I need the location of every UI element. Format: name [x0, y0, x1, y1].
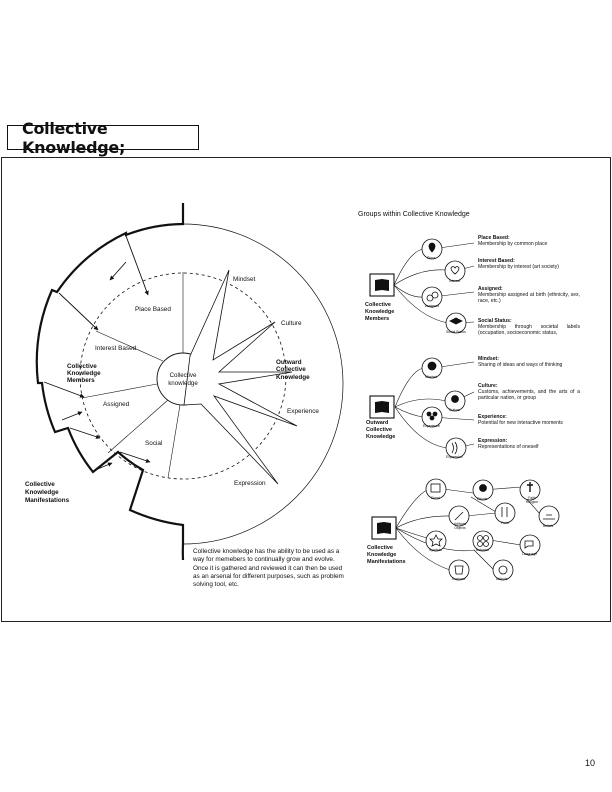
- icon-caption: Behavior: [476, 548, 490, 552]
- def-expression: Expression: Representations of oneself: [478, 438, 580, 450]
- sector-label-assigned: Assigned: [103, 401, 130, 408]
- def-text: Membership through societal labels (occu…: [478, 324, 580, 336]
- sector-label-place: Place Based: [135, 306, 171, 313]
- label-members: Collective Knowledge Members: [67, 363, 101, 384]
- icon-caption: Social Status: [446, 330, 466, 334]
- center-label: knowledge: [168, 380, 198, 387]
- interest-icon: [444, 260, 466, 282]
- outer-arc: [182, 223, 344, 545]
- def-term: Expression:: [478, 438, 508, 444]
- outer-label-mindset: Mindset: [233, 276, 256, 283]
- rituals-icon: [472, 479, 494, 501]
- def-term: Experience:: [478, 414, 507, 420]
- def-text: Sharing of ideas and ways of thinking: [478, 362, 563, 368]
- def-social: Social Status: Membership through societ…: [478, 318, 580, 336]
- social-status-icon: [445, 312, 467, 334]
- icon-caption: Experience: [423, 424, 440, 428]
- icon-caption: Expression: [446, 455, 463, 459]
- culture-icon: [444, 390, 466, 412]
- outer-label-experience: Experience: [287, 408, 319, 415]
- outer-label-culture: Culture: [281, 320, 302, 327]
- def-place: Place Based: Membership by common place: [478, 235, 580, 247]
- def-text: Membership assigned at birth (ethnicity,…: [478, 292, 580, 304]
- dashed-circle: [79, 272, 287, 480]
- symbols-icon: [425, 530, 447, 552]
- book-icon: [369, 273, 395, 297]
- expression-icon: [445, 437, 467, 459]
- sector-label-social: Social: [145, 440, 163, 447]
- icon-caption: Food: [501, 521, 509, 525]
- icon-caption: Attitude: [496, 577, 508, 581]
- experience-icon: [421, 406, 443, 428]
- def-assigned: Assigned: Membership assigned at birth (…: [478, 286, 580, 304]
- outward-star: [183, 269, 298, 485]
- icon-caption: Culture: [449, 408, 460, 412]
- def-experience: Experience: Potential for new interactiv…: [478, 414, 580, 426]
- group-label-outward: Outward Collective Knowledge: [366, 420, 396, 440]
- icon-caption: Language: [522, 552, 538, 556]
- group-label-manifestations: Collective Knowledge Manifestations: [367, 545, 406, 565]
- def-text: Membership by interest (art society): [478, 264, 559, 270]
- arts-icon: [448, 505, 470, 527]
- icon-caption: Event: [431, 496, 440, 500]
- stepped-arc: [35, 203, 185, 561]
- event-icon: [425, 478, 447, 500]
- page-number: 10: [585, 758, 596, 768]
- def-text: Representations of oneself: [478, 444, 539, 450]
- faith-icon: [519, 479, 541, 501]
- label-outward: Outward Collective Knowledge: [276, 359, 310, 381]
- def-term: Mindset:: [478, 356, 499, 362]
- def-term: Culture:: [478, 383, 498, 389]
- def-term: Place Based:: [478, 235, 510, 241]
- group-label-members: Collective Knowledge Members: [365, 302, 395, 322]
- language-icon: [519, 534, 541, 556]
- def-interest: Interest Based: Membership by interest (…: [478, 258, 580, 270]
- icon-caption: Rituals: [477, 497, 488, 501]
- description-text: Collective knowledge has the ability to …: [193, 548, 344, 589]
- icon-caption: Mindset: [425, 375, 437, 379]
- icon-caption: Symbols: [429, 548, 443, 552]
- label-manifestations: Collective Knowledge Manifestations: [25, 481, 70, 504]
- def-text: Customs, achievements, and the arts of a…: [478, 389, 580, 401]
- book-icon: [369, 395, 395, 419]
- place-icon: [421, 238, 443, 260]
- def-text: Potential for new interactive moments: [478, 420, 563, 426]
- right-connectors: [393, 242, 541, 571]
- book-icon: [371, 516, 397, 540]
- icon-caption: Faith Religion: [525, 496, 539, 504]
- attitude-icon: [492, 559, 514, 581]
- page-title: Collective Knowledge;: [22, 118, 126, 157]
- def-term: Interest Based:: [478, 258, 515, 264]
- center-label: Collective: [170, 372, 197, 379]
- sector-label-interest: Interest Based: [95, 345, 137, 352]
- def-culture: Culture: Customs, achievements, and the …: [478, 383, 580, 401]
- wheel-arrows: [43, 235, 151, 472]
- assigned-icon: [421, 286, 443, 308]
- def-mindset: Mindset: Sharing of ideas and ways of th…: [478, 356, 580, 368]
- def-term: Social Status:: [478, 318, 512, 324]
- icon-caption: Place: [427, 256, 436, 260]
- title-box: Collective Knowledge;: [7, 119, 199, 157]
- food-icon: [494, 502, 516, 524]
- outer-label-expression: Expression: [234, 480, 266, 487]
- def-text: Membership by common place: [478, 241, 548, 247]
- def-term: Assigned:: [478, 286, 503, 292]
- icon-caption: Artifacts Objects: [453, 522, 467, 530]
- mindset-icon: [421, 357, 443, 379]
- diagram-frame: [1, 157, 611, 622]
- beliefs-icon: [538, 505, 560, 527]
- behavior-icon: [472, 530, 494, 552]
- groups-heading: Groups within Collective Knowledge: [358, 211, 470, 218]
- icon-caption: Beliefs: [543, 524, 554, 528]
- icon-caption: Assigned: [425, 304, 439, 308]
- costume-icon: [448, 559, 470, 581]
- icon-caption: Interest: [449, 279, 461, 283]
- icon-caption: Costume: [452, 577, 466, 581]
